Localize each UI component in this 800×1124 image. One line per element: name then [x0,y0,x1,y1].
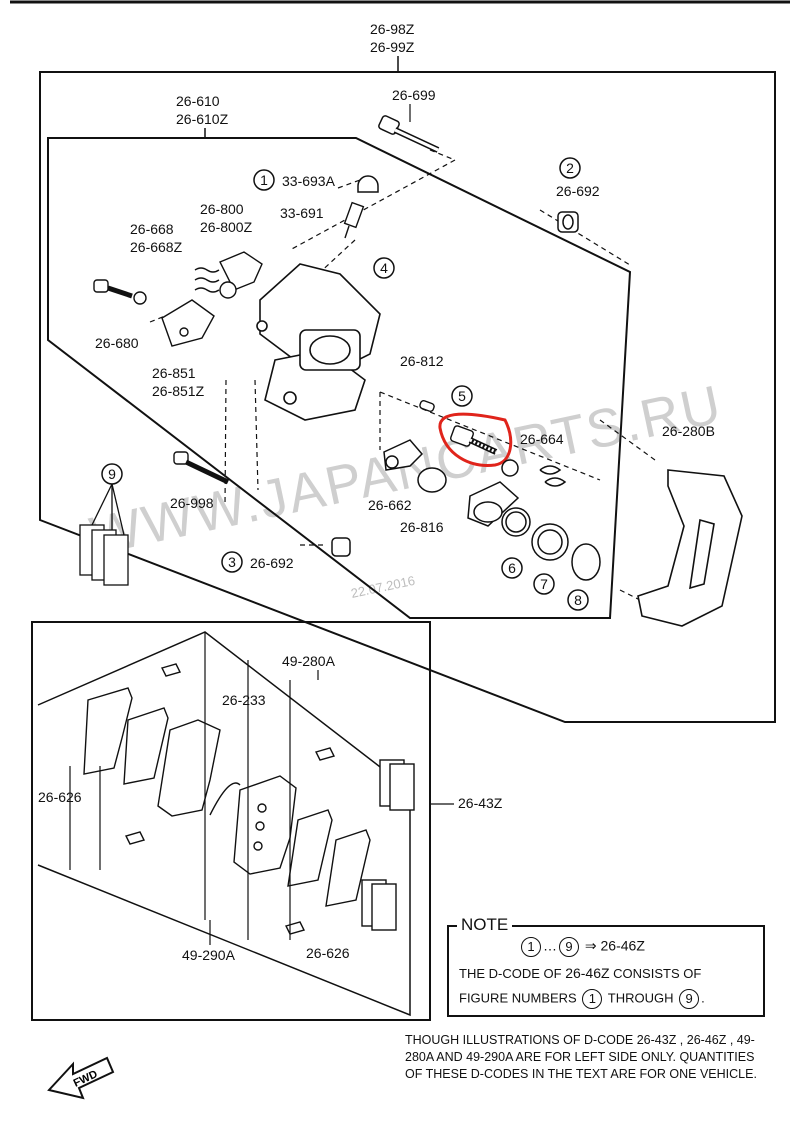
label-bolt-699: 26-699 [392,87,436,103]
label-caliper-a: 26-610 [176,93,220,109]
label-pad-290a: 49-290A [182,947,236,963]
bolt-680 [93,279,147,305]
label-assembly-a: 26-98Z [370,21,415,37]
caliper-outline [47,137,632,619]
label-assembly-b: 26-99Z [370,39,415,55]
bracket-280b [637,469,743,627]
label-bushing-692-top: 26-692 [556,183,600,199]
piston-group [383,439,601,581]
label-shim-233: 26-233 [222,692,266,708]
label-spring-800: 26-800 [200,201,244,217]
callout-1: 1 [253,169,275,191]
callout-4: 4 [373,257,395,279]
spring-668 [194,267,220,293]
pad-kit-outline [31,621,431,1021]
note-line3-to: 9 [679,989,700,1009]
note-box: NOTE 1…9 ⇒ 26-46Z THE D-CODE OF 26-46Z C… [447,915,765,1017]
label-part-998: 26-998 [170,495,214,511]
note-line3-end: . [701,990,705,1006]
svg-text:1: 1 [260,172,268,188]
label-part-280b: 26-280B [662,423,715,439]
note-line-1: 1…9 ⇒ 26-46Z [519,937,645,957]
bolt-699 [378,115,440,153]
note-line2-code: 26-46Z [565,965,610,981]
bracket-851 [161,299,215,347]
callout-7: 7 [533,573,555,595]
label-part-664: 26-664 [520,431,564,447]
note-line2-post: CONSISTS OF [613,966,702,981]
svg-text:4: 4 [380,260,388,276]
note-code: 26-46Z [600,937,645,954]
label-part-668: 26-668 [130,221,174,237]
shim-pack-9 [79,483,129,586]
callout-6: 6 [501,557,523,579]
label-bleeder: 33-691 [280,205,324,221]
label-kit-43z: 26-43Z [458,795,503,811]
note-line-2: THE D-CODE OF 26-46Z CONSISTS OF [459,965,701,981]
note-range-from: 1 [521,937,541,957]
label-part-816: 26-816 [400,519,444,535]
label-spring-800z: 26-800Z [200,219,253,235]
bolt-998 [173,451,230,485]
label-caliper-b: 26-610Z [176,111,229,127]
note-range-to: 9 [559,937,579,957]
label-part-851: 26-851 [152,365,196,381]
assembly-outline [39,71,776,723]
guide-pin-highlighted [450,425,498,455]
svg-text:9: 9 [108,466,116,482]
caliper-body [256,263,381,421]
label-bushing-692-bottom: 26-692 [250,555,294,571]
note-line3-from: 1 [582,989,603,1009]
svg-text:7: 7 [540,576,548,592]
note-line-3: FIGURE NUMBERS 1 THROUGH 9. [459,989,705,1009]
bleeder-cap [357,175,379,193]
label-shim-626-bottom: 26-626 [306,945,350,961]
note-line2-pre: THE D-CODE OF [459,966,562,981]
svg-text:8: 8 [574,592,582,608]
pin-812 [419,399,435,413]
note-line3-pre: FIGURE NUMBERS [459,990,577,1006]
label-pad-280a: 49-280A [282,653,336,669]
svg-text:6: 6 [508,560,516,576]
svg-text:3: 3 [228,554,236,570]
callout-3: 3 [221,551,243,573]
callout-8: 8 [567,589,589,611]
label-shim-626-left: 26-626 [38,789,82,805]
bleeder-screw [343,201,365,239]
footnote: THOUGH ILLUSTRATIONS OF D-CODE 26-43Z , … [405,1033,757,1081]
note-range-sep: … [543,937,557,954]
callout-5: 5 [451,385,473,407]
label-part-662: 26-662 [368,497,412,513]
lower-leaders [69,632,319,945]
label-part-851z: 26-851Z [152,383,205,399]
fwd-arrow-icon: FWD [47,1056,115,1100]
fwd-label: FWD [72,1068,100,1089]
note-arrow: ⇒ [584,937,597,954]
note-line3-mid: THROUGH [607,990,674,1006]
callout-2: 2 [559,157,581,179]
svg-text:5: 5 [458,388,466,404]
clip-800 [219,251,263,299]
bushing-692-bottom [331,537,351,557]
highlight-ring [438,412,513,467]
label-part-680: 26-680 [95,335,139,351]
svg-text:2: 2 [566,160,574,176]
label-part-668z: 26-668Z [130,239,183,255]
label-cap: 33-693A [282,173,336,189]
lower-pad-parts [83,663,415,935]
note-title: NOTE [457,915,513,935]
callout-9: 9 [101,463,123,485]
label-part-812: 26-812 [400,353,444,369]
bushing-692-top [557,211,579,233]
